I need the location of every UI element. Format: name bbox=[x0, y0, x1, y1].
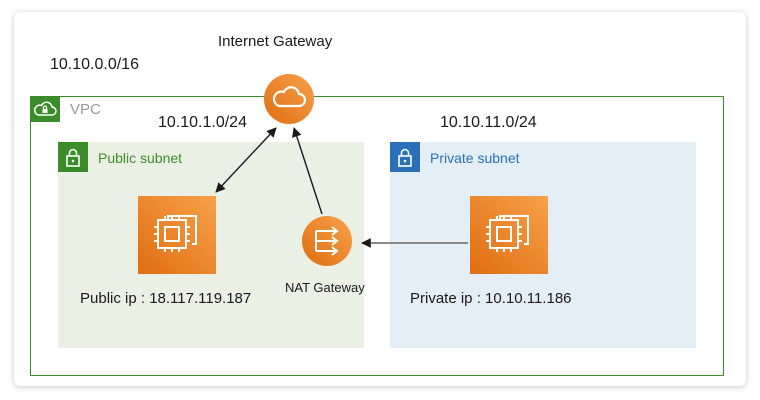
private-subnet-label: Private subnet bbox=[430, 150, 520, 166]
public-subnet-cidr: 10.10.1.0/24 bbox=[158, 114, 247, 131]
vpc-cidr-label: 10.10.0.0/16 bbox=[50, 56, 139, 73]
nat-arrows-icon bbox=[315, 226, 339, 256]
ec2-chip-icon bbox=[154, 215, 197, 252]
internet-gateway bbox=[264, 74, 314, 124]
vpc-label: VPC bbox=[70, 101, 101, 118]
public-subnet-badge bbox=[58, 142, 88, 172]
nat-gateway bbox=[302, 216, 352, 266]
igw-public-connector bbox=[215, 127, 277, 193]
public-instance-ip: Public ip : 18.117.119.187 bbox=[80, 290, 252, 307]
ec2-chip-icon bbox=[486, 215, 529, 252]
vpc-badge bbox=[30, 96, 60, 122]
private-ec2-instance bbox=[470, 196, 548, 274]
public-subnet-label: Public subnet bbox=[98, 150, 183, 166]
private-instance-ip: Private ip : 10.10.11.186 bbox=[410, 290, 572, 307]
cloud-icon bbox=[272, 86, 307, 108]
padlock-icon bbox=[398, 148, 412, 167]
vpc-container bbox=[30, 96, 724, 376]
padlock-icon bbox=[66, 148, 80, 167]
public-ec2-instance bbox=[138, 196, 216, 274]
internet-gateway-label: Internet Gateway bbox=[218, 33, 333, 50]
private-subnet-cidr: 10.10.11.0/24 bbox=[440, 114, 537, 131]
private-subnet-badge bbox=[390, 142, 420, 172]
nat-to-igw-connector bbox=[292, 127, 323, 215]
nat-gateway-label: NAT Gateway bbox=[285, 280, 365, 295]
cloud-lock-icon bbox=[34, 101, 57, 116]
